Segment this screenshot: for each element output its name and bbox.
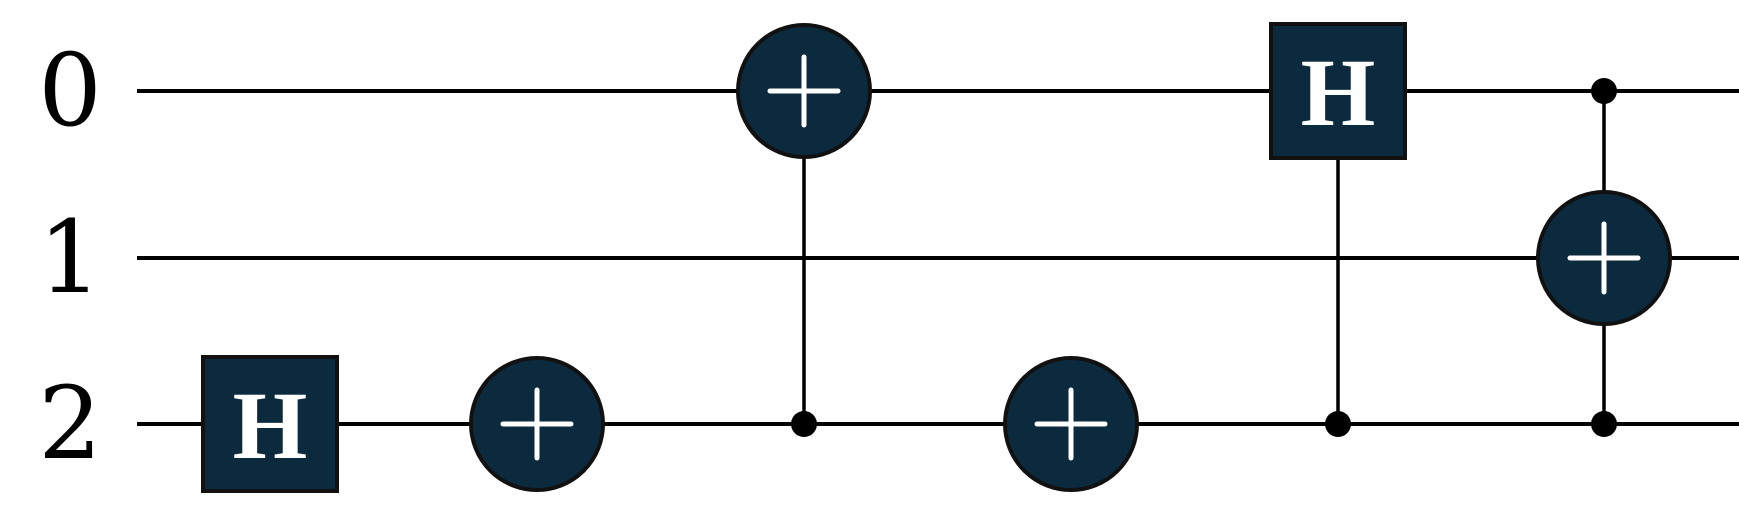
control-dot xyxy=(1325,411,1351,437)
qubit-label-1: 1 xyxy=(38,199,102,316)
control-dot xyxy=(1591,411,1617,437)
hadamard-gate-label: H xyxy=(1301,39,1376,146)
hadamard-gate-label: H xyxy=(233,372,308,479)
hadamard-gate xyxy=(1269,22,1407,160)
hadamard-gate xyxy=(201,355,339,493)
qubit-label-2: 2 xyxy=(38,365,102,482)
control-dot xyxy=(1591,78,1617,104)
control-dot xyxy=(791,411,817,437)
qubit-label-0: 0 xyxy=(38,32,102,149)
